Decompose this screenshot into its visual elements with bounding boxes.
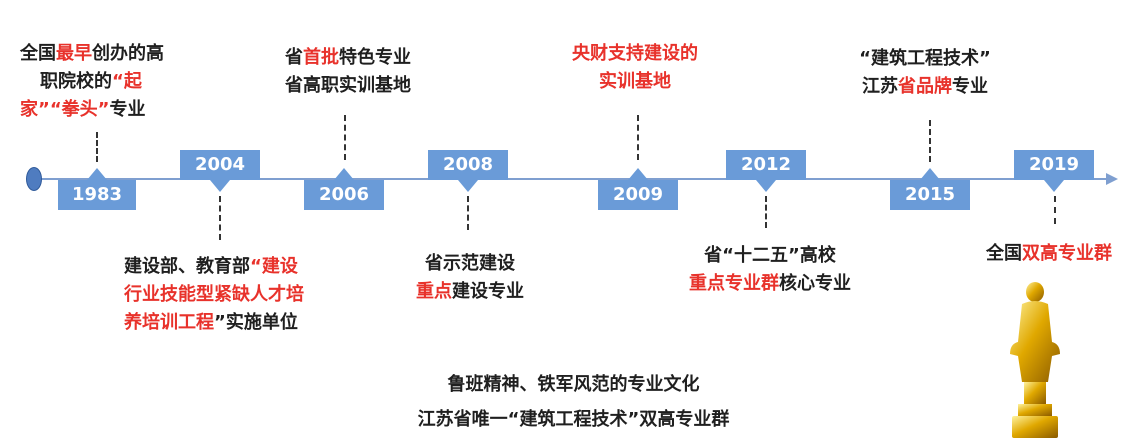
year-label: 2008 [442, 154, 494, 175]
year-tag-2012: 2012 [726, 150, 806, 192]
year-tag-2006: 2006 [304, 168, 384, 210]
event-2006-text: 省首批特色专业 省高职实训基地 [285, 47, 411, 96]
axis-arrow-icon [1106, 173, 1118, 185]
event-2015-text: “建筑工程技术” 江苏省品牌专业 [859, 48, 991, 97]
year-tag-2008: 2008 [428, 150, 508, 192]
event-2004-text: 建设部、教育部“建设 行业技能型紧缺人才培 养培训工程”实施单位 [124, 256, 304, 333]
event-2009-text: 央财支持建设的 实训基地 [572, 43, 698, 92]
year-tag-2019: 2019 [1014, 150, 1094, 192]
year-label: 2015 [904, 184, 956, 205]
footer-line-1: 鲁班精神、铁军风范的专业文化 [447, 374, 700, 395]
year-label: 2012 [740, 154, 792, 175]
year-label: 2006 [318, 184, 370, 205]
year-tag-2004: 2004 [180, 150, 260, 192]
year-label: 2009 [612, 184, 664, 205]
event-2008-text: 省示范建设 重点建设专业 [416, 253, 524, 302]
leader-2008 [467, 196, 469, 230]
year-tag-2009: 2009 [598, 168, 678, 210]
leader-1983 [96, 132, 98, 162]
footer-line-2: 江苏省唯一“建筑工程技术”双高专业群 [417, 409, 730, 430]
leader-2009 [637, 115, 639, 160]
event-1983-text: 全国最早创办的高 职院校的“起 家”“拳头”专业 [20, 43, 164, 120]
leader-2015 [929, 120, 931, 162]
leader-2006 [344, 115, 346, 160]
year-label: 2019 [1028, 154, 1080, 175]
axis-start-marker [26, 167, 42, 191]
year-tag-2015: 2015 [890, 168, 970, 210]
trophy-icon [1010, 282, 1060, 438]
timeline-axis [40, 178, 1110, 180]
leader-2019 [1054, 196, 1056, 224]
year-label: 2004 [194, 154, 246, 175]
event-2019-text: 全国双高专业群 [986, 243, 1112, 264]
leader-2012 [765, 196, 767, 228]
year-label: 1983 [71, 184, 123, 205]
leader-2004 [219, 196, 221, 240]
year-tag-1983: 1983 [58, 168, 136, 210]
event-2012-text: 省“十二五”高校 重点专业群核心专业 [689, 245, 851, 294]
